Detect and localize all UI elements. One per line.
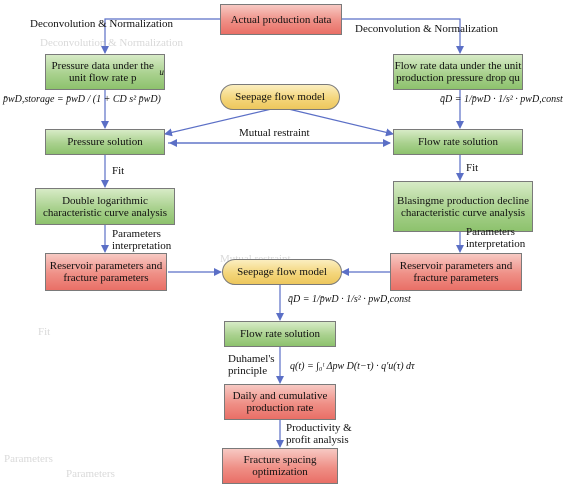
formula-qd-mid: q̄D = 1/p̄wD · 1/s² · pwD,const: [288, 294, 411, 305]
node-double-log-analysis: Double logarithmic characteristic curve …: [35, 188, 175, 225]
node-flow-rate-data: Flow rate data under the unit production…: [393, 54, 523, 90]
node-seepage-flow-model-top: Seepage flow model: [220, 84, 340, 110]
label-params-left: Parameters interpretation: [112, 228, 172, 252]
edge-actual-to-pressure-data: [101, 18, 220, 54]
node-reservoir-params-right: Reservoir parameters and fracture parame…: [390, 253, 522, 291]
node-daily-cumulative-production: Daily and cumulative production rate: [224, 384, 336, 420]
node-flow-rate-solution-right: Flow rate solution: [393, 129, 523, 155]
label-fit-left: Fit: [112, 165, 125, 177]
edge-seepage-to-pressure-solution: [164, 106, 281, 137]
ghost-text: Parameters: [66, 468, 115, 480]
formula-qd-right: q̄D = 1/p̄wD · 1/s² · pwD,const: [440, 94, 563, 105]
formula-storage: p̄wD,storage = p̄wD / (1 + CD s² p̄wD): [3, 94, 161, 105]
node-flow-rate-solution-mid: Flow rate solution: [224, 321, 336, 347]
ghost-text: Fit: [38, 326, 51, 338]
label-deconv-left: Deconvolution & Normalization: [30, 18, 173, 30]
label-fit-right: Fit: [466, 162, 479, 174]
label-params-right: Parameters interpretation: [466, 226, 526, 250]
label-productivity: Productivity & profit analysis: [286, 422, 352, 446]
connector-lines: [101, 18, 464, 448]
label-deconv-right: Deconvolution & Normalization: [355, 23, 498, 35]
edge-actual-to-flow-data: [342, 18, 464, 54]
label-duhamel: Duhamel's principle: [228, 353, 275, 377]
node-pressure-data-sub: u: [159, 67, 164, 77]
node-seepage-flow-model-mid: Seepage flow model: [222, 259, 342, 285]
label-mutual-restraint: Mutual restraint: [239, 127, 310, 139]
flowchart: Deconvolution & Normalization Mutual res…: [3, 4, 563, 484]
node-pressure-data: Pressure data under the unit flow rate p…: [45, 54, 165, 90]
ghost-text: Parameters: [4, 453, 53, 465]
formula-duhamel: q(t) = ∫₀ᵗ Δpw D(t−τ) · q′u(τ) dτ: [290, 361, 415, 372]
node-pressure-solution: Pressure solution: [45, 129, 165, 155]
node-actual-production-data: Actual production data: [220, 4, 342, 35]
node-blasingme-analysis: Blasingme production decline characteris…: [393, 181, 533, 232]
node-reservoir-params-left: Reservoir parameters and fracture parame…: [45, 253, 167, 291]
node-pressure-data-label: Pressure data under the unit flow rate p: [51, 60, 154, 84]
node-fracture-spacing-optimization: Fracture spacing optimization: [222, 448, 338, 484]
ghost-text: Deconvolution & Normalization: [40, 37, 183, 49]
edge-seepage-to-flow-solution: [279, 106, 394, 137]
